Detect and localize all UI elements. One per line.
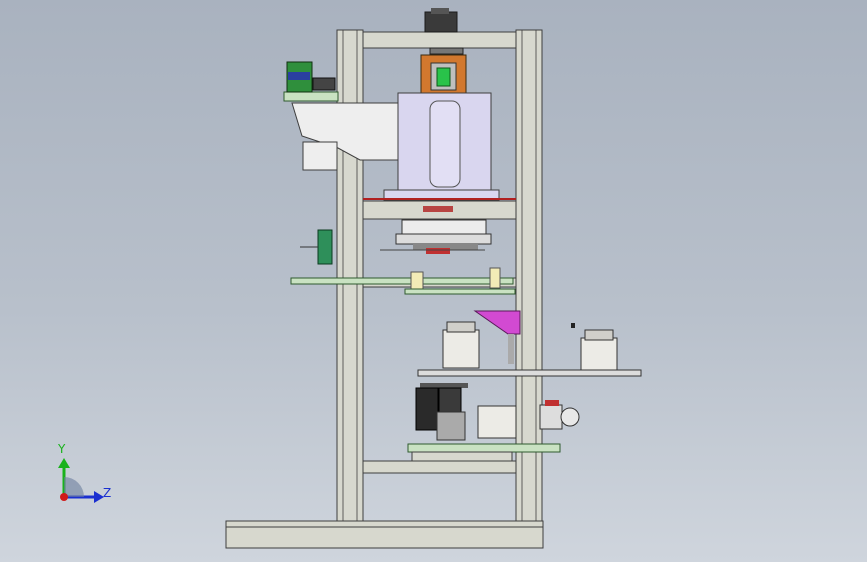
green-coupling (436, 67, 451, 87)
left-green-plate (283, 91, 339, 102)
bottom-motor (415, 387, 439, 431)
green-rail (290, 277, 514, 285)
top-motor (424, 11, 458, 33)
small-green-block (317, 229, 333, 265)
frame-beam-lower (362, 460, 517, 474)
bottom-green-plate (407, 443, 561, 453)
axis-triad (58, 458, 104, 503)
frame-beam-top (362, 31, 517, 49)
frame-column-right (515, 29, 543, 522)
base-plate (225, 520, 544, 549)
lower-motor-right (580, 337, 618, 371)
side-arm (291, 102, 399, 161)
axis-y-label: Y (58, 442, 66, 456)
axis-z-label: Z (103, 486, 112, 500)
right-shelf (417, 369, 642, 377)
magenta-bracket (473, 310, 521, 335)
lower-motor-left (442, 329, 480, 369)
